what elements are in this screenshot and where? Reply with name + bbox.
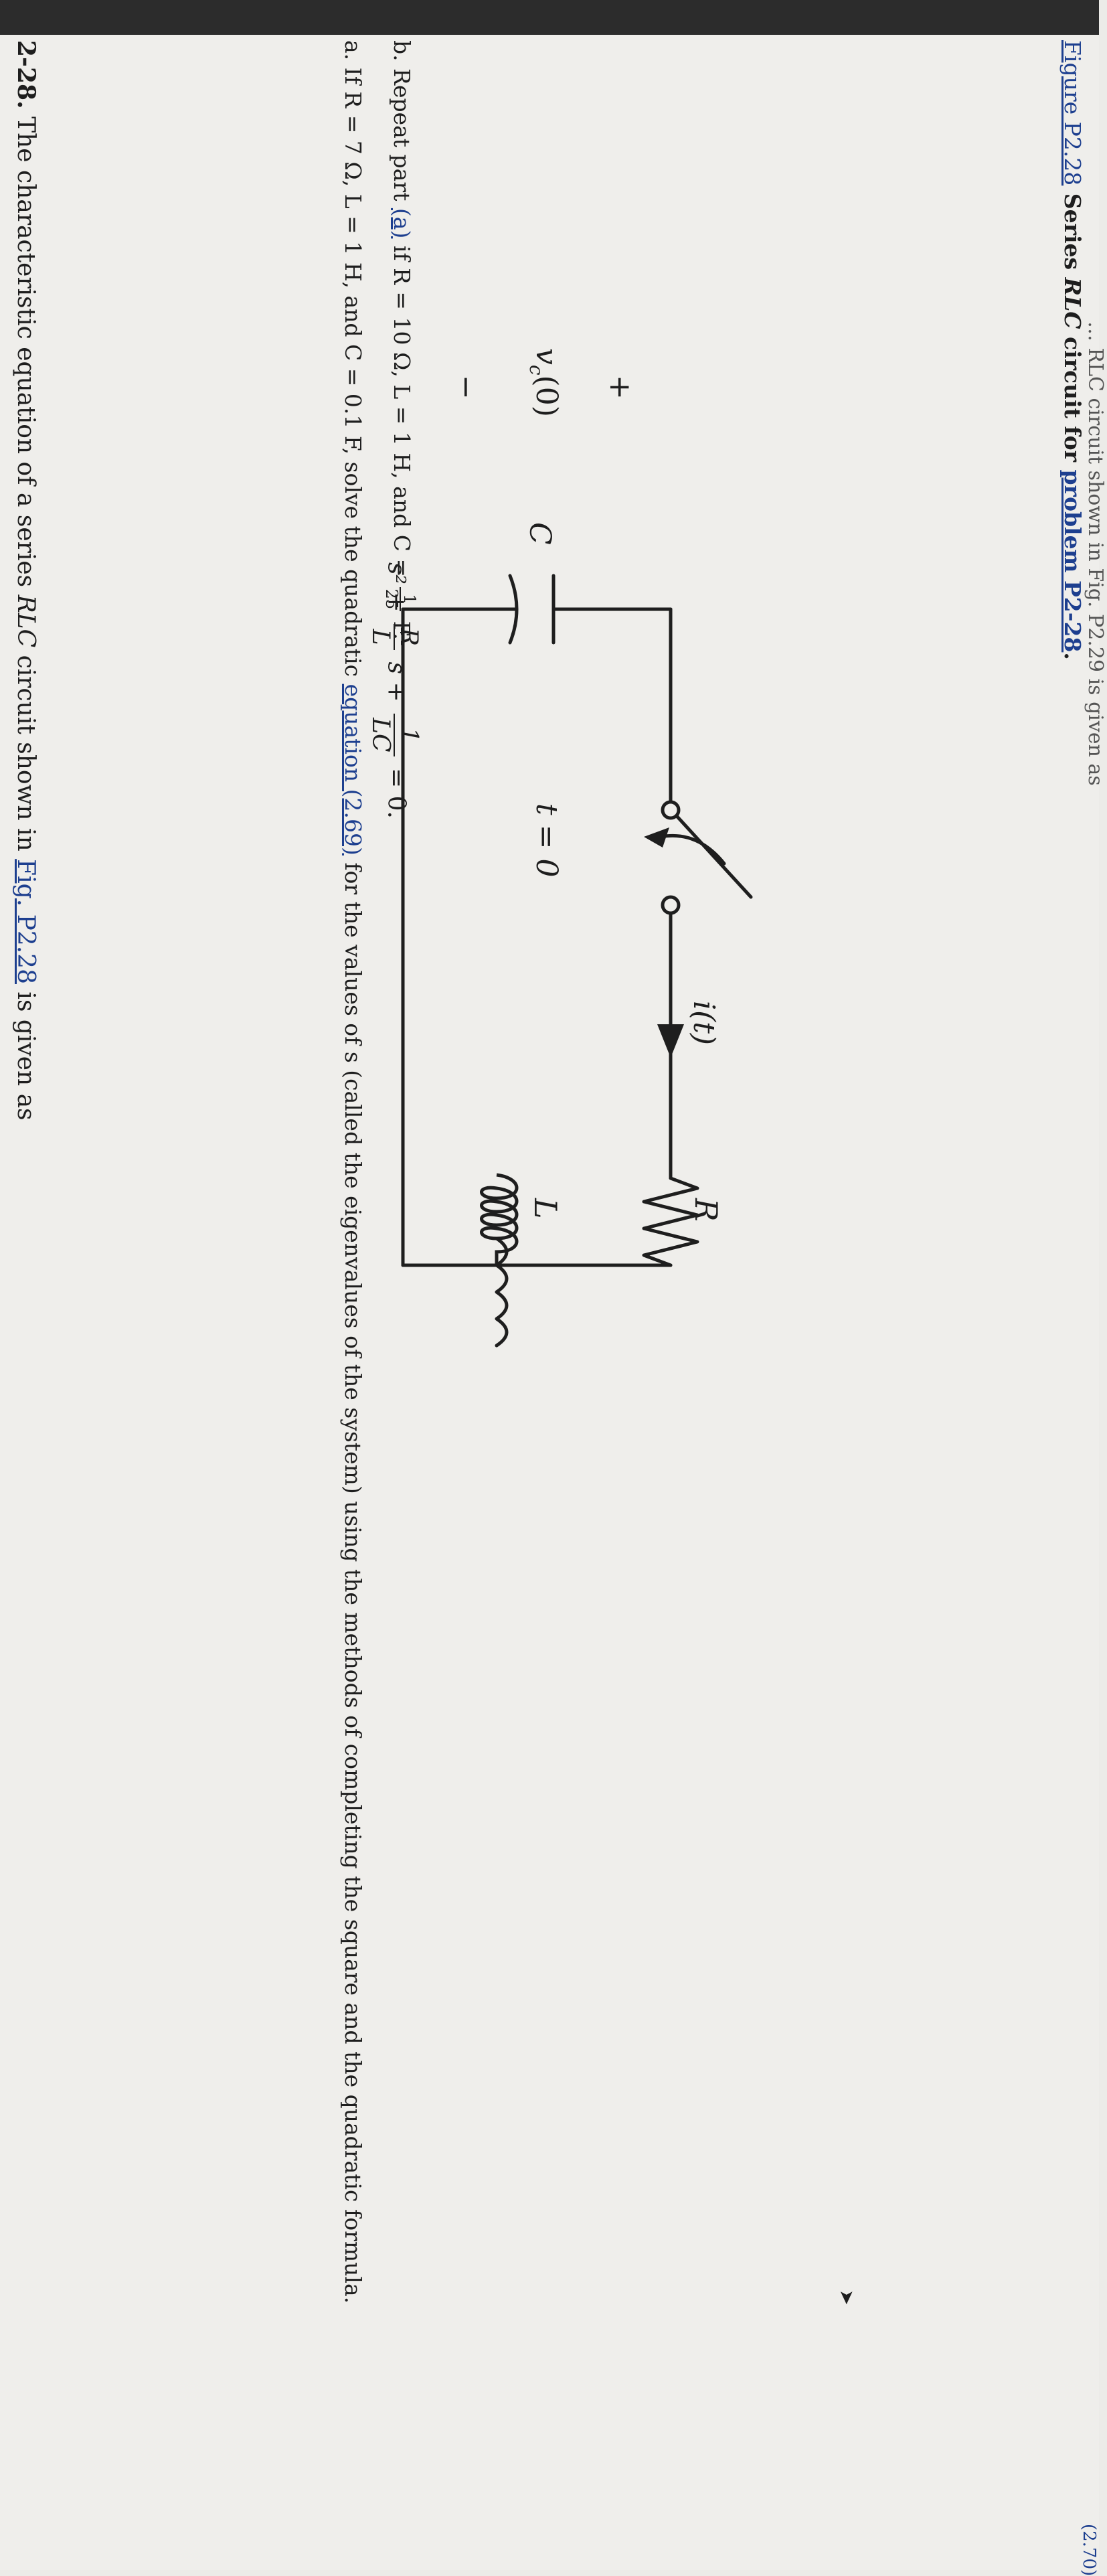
vc-v: v bbox=[529, 348, 564, 365]
current-label: i(t) bbox=[687, 1001, 721, 1046]
caption-mid: circuit for bbox=[1059, 329, 1086, 470]
figure-p2-28-link[interactable]: Figure P2.28 bbox=[1059, 40, 1086, 186]
caption-post: . bbox=[1059, 652, 1086, 660]
vc-arg: (0) bbox=[529, 375, 564, 417]
inductor-label: L bbox=[527, 1198, 564, 1219]
capacitor-label: C bbox=[523, 522, 557, 545]
switch-time-label: t = 0 bbox=[529, 803, 564, 878]
equation-ref-edge: (2.70) bbox=[1079, 2524, 1099, 2576]
problem-p2-28-link[interactable]: problem P2-28 bbox=[1059, 469, 1086, 653]
current-arrowhead bbox=[657, 1024, 684, 1058]
resistor-label: R bbox=[688, 1198, 724, 1222]
resistor-zigzag bbox=[642, 1176, 699, 1267]
cap-plus-sign: + bbox=[603, 375, 637, 400]
switch-arc bbox=[659, 833, 726, 866]
caption-rlc: RLC bbox=[1059, 277, 1086, 329]
figure-caption: Figure P2.28 Series RLC circuit for prob… bbox=[1059, 40, 1086, 660]
top-dark-bar bbox=[0, 0, 1099, 35]
switch-blade bbox=[675, 815, 753, 899]
switch-contact-left bbox=[661, 800, 681, 820]
next-problem-line: … RLC circuit shown in Fig. P2.29 is giv… bbox=[1084, 321, 1107, 786]
mouse-pointer-icon: ➤ bbox=[836, 2289, 858, 2306]
switch-arrowhead bbox=[644, 827, 669, 848]
vc-label: vc(0) bbox=[525, 348, 564, 417]
caption-pre: Series bbox=[1059, 185, 1086, 278]
capacitor-plate-curved bbox=[508, 574, 519, 645]
vc-sub: c bbox=[525, 364, 548, 376]
cap-minus-sign: − bbox=[449, 375, 483, 400]
